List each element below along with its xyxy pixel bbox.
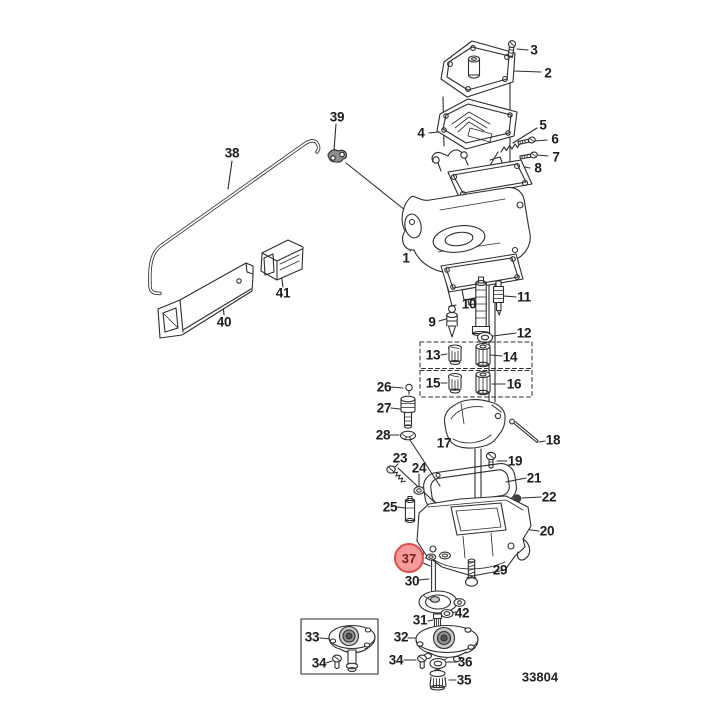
part-34-screw-right: [417, 654, 427, 670]
jet-group-box-15-16: [419, 370, 533, 398]
part-3-screw: [507, 40, 517, 58]
part-label-5: 5: [539, 117, 547, 133]
part-label-15: 15: [425, 375, 441, 391]
part-label-6: 6: [551, 131, 559, 147]
part-label-10: 10: [461, 296, 477, 312]
part-14-jet: [475, 342, 491, 368]
part-9-needle-valve: [446, 304, 458, 338]
part-26-ball: [405, 383, 413, 395]
part-11-jet: [492, 280, 505, 316]
part-label-12: 12: [516, 325, 532, 341]
part-41-connector: [260, 239, 304, 281]
part-label-34-right: 34: [388, 652, 404, 668]
part-36-washer: [429, 657, 448, 670]
part-label-31: 31: [412, 612, 428, 628]
part-label-8: 8: [534, 160, 542, 176]
part-label-34-left: 34: [311, 655, 327, 671]
part-label-39: 39: [329, 109, 345, 125]
part-20-float-bowl: [416, 495, 532, 577]
part-37-washers: [425, 551, 451, 561]
part-label-26: 26: [376, 379, 392, 395]
part-label-36: 36: [457, 654, 473, 670]
part-24-washer: [413, 486, 425, 495]
part-label-1: 1: [402, 250, 410, 266]
part-17-float: [443, 399, 506, 449]
part-10-main-nozzle: [471, 276, 491, 337]
part-label-38: 38: [224, 145, 240, 161]
part-42-washer: [440, 608, 454, 619]
part-label-7: 7: [552, 149, 560, 165]
part-28-clip: [399, 430, 417, 441]
part-label-21: 21: [526, 470, 542, 486]
part-39-clip: [327, 149, 348, 163]
part-19-screw: [485, 451, 497, 469]
part-35-plug: [429, 669, 447, 691]
leader-lines: [222, 48, 549, 681]
part-label-16: 16: [506, 376, 522, 392]
part-13-jet: [447, 344, 463, 366]
part-label-3: 3: [530, 42, 538, 58]
part-label-28: 28: [375, 427, 391, 443]
part-15-jet: [447, 372, 463, 394]
part-label-13: 13: [425, 347, 441, 363]
option-box-33-34: [300, 618, 379, 675]
part-label-35: 35: [456, 672, 472, 688]
part-25-jet-tube: [404, 495, 416, 524]
part-7-screw: [519, 151, 538, 160]
part-label-20: 20: [539, 523, 555, 539]
part-33-flange: [328, 624, 376, 673]
part-38-link-rod: [148, 139, 321, 296]
part-16-jet: [475, 370, 491, 396]
part-label-9: 9: [428, 314, 436, 330]
part-6-screw: [517, 136, 536, 145]
part-12-washer: [476, 331, 494, 344]
part-label-27: 27: [376, 400, 392, 416]
part-40-duct: [157, 262, 254, 339]
part-label-22: 22: [541, 489, 557, 505]
part-label-29: 29: [492, 562, 508, 578]
part-1-carburetor-body: [401, 149, 533, 306]
part-23-pilot-screw: [386, 465, 406, 483]
part-2-top-cover: [440, 40, 516, 98]
part-4-reed-plate: [436, 98, 518, 150]
jet-group-box-13-14: [419, 341, 533, 369]
part-label-40: 40: [216, 314, 232, 330]
part-label-24: 24: [411, 460, 427, 476]
part-label-19: 19: [507, 453, 523, 469]
part-34-screw-left: [332, 654, 342, 670]
part-label-18: 18: [545, 432, 561, 448]
part-label-32: 32: [393, 629, 409, 645]
part-label-41: 41: [275, 285, 291, 301]
part-29-bolt: [464, 558, 479, 587]
part-label-30: 30: [404, 573, 420, 589]
part-32-flange: [415, 624, 479, 663]
part-label-33: 33: [304, 629, 320, 645]
highlight-circle-part-37: 37: [394, 543, 424, 573]
part-label-23: 23: [392, 450, 408, 466]
part-label-2: 2: [544, 65, 552, 81]
part-label-42: 42: [454, 605, 470, 621]
part-27-plunger: [400, 395, 416, 429]
part-label-25: 25: [382, 499, 398, 515]
part-label-14: 14: [502, 349, 518, 365]
part-5-spring: [500, 141, 522, 153]
diagram-code: 33804: [521, 669, 559, 685]
part-label-37: 37: [401, 550, 417, 566]
part-label-17: 17: [436, 435, 452, 451]
part-label-11: 11: [517, 289, 531, 305]
part-18-float-pin: [509, 418, 539, 444]
part-label-4: 4: [417, 125, 425, 141]
part-30-drain-valve: [418, 559, 466, 614]
